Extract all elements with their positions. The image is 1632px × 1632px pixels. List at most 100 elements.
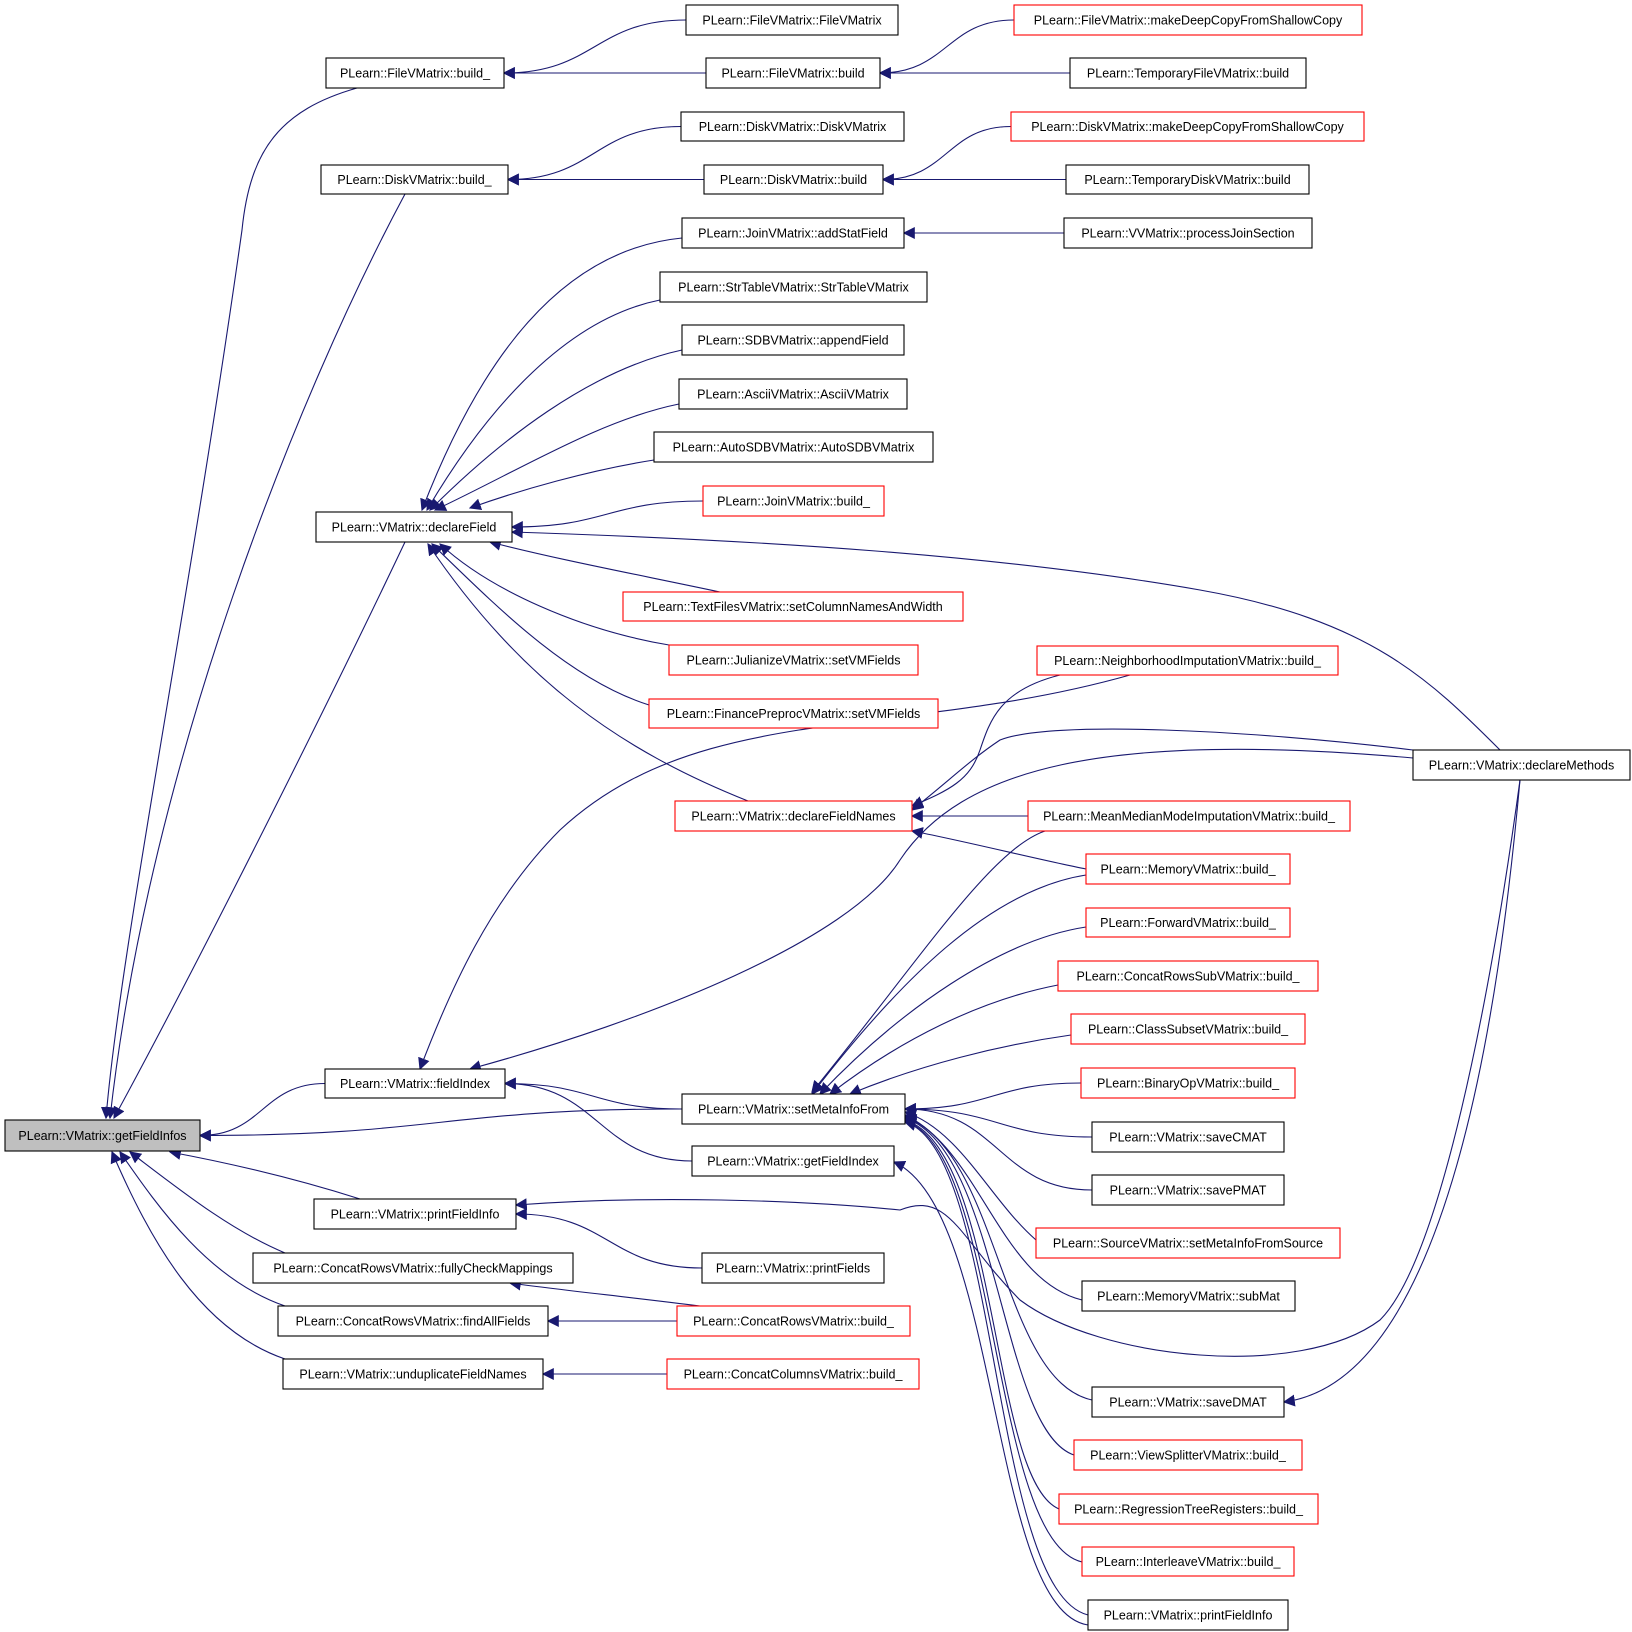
node-box[interactable] — [1027, 800, 1351, 832]
node-fullyCheck[interactable]: PLearn::ConcatRowsVMatrix::fullyCheckMap… — [252, 1252, 574, 1284]
node-disk_deep[interactable]: PLearn::DiskVMatrix::makeDeepCopyFromSha… — [1010, 111, 1365, 142]
node-savecmat[interactable]: PLearn::VMatrix::saveCMAT — [1091, 1121, 1285, 1153]
node-tmpdisk_build[interactable]: PLearn::TemporaryDiskVMatrix::build — [1065, 164, 1310, 195]
node-box[interactable] — [1010, 111, 1365, 142]
node-box[interactable] — [1070, 1013, 1306, 1045]
node-box[interactable] — [681, 324, 905, 356]
node-sdb_append[interactable]: PLearn::SDBVMatrix::appendField — [681, 324, 905, 356]
node-box[interactable] — [1087, 1599, 1289, 1631]
node-file_build_[interactable]: PLearn::FileVMatrix::build_ — [325, 57, 505, 89]
node-fieldIndex[interactable]: PLearn::VMatrix::fieldIndex — [324, 1068, 506, 1099]
node-box[interactable] — [252, 1252, 574, 1284]
node-file_ctor[interactable]: PLearn::FileVMatrix::FileVMatrix — [685, 4, 899, 36]
node-concatcols_build_[interactable]: PLearn::ConcatColumnsVMatrix::build_ — [666, 1358, 920, 1390]
node-box[interactable] — [324, 1068, 506, 1099]
node-box[interactable] — [1036, 645, 1339, 676]
node-strtable_ctor[interactable]: PLearn::StrTableVMatrix::StrTableVMatrix — [659, 271, 928, 303]
node-memory_build_[interactable]: PLearn::MemoryVMatrix::build_ — [1085, 853, 1291, 885]
node-box[interactable] — [1013, 4, 1363, 36]
node-regtree_build_[interactable]: PLearn::RegressionTreeRegisters::build_ — [1058, 1493, 1319, 1525]
node-printFields[interactable]: PLearn::VMatrix::printFields — [701, 1252, 885, 1284]
node-finance_set[interactable]: PLearn::FinancePreprocVMatrix::setVMFiel… — [648, 698, 939, 729]
node-box[interactable] — [701, 1252, 885, 1284]
node-declareMethods[interactable]: PLearn::VMatrix::declareMethods — [1412, 749, 1631, 781]
node-disk_ctor[interactable]: PLearn::DiskVMatrix::DiskVMatrix — [680, 111, 905, 142]
node-box[interactable] — [277, 1305, 549, 1337]
node-disk_build[interactable]: PLearn::DiskVMatrix::build — [703, 164, 884, 195]
node-meanmedian_build_[interactable]: PLearn::MeanMedianModeImputationVMatrix:… — [1027, 800, 1351, 832]
node-findAllFields[interactable]: PLearn::ConcatRowsVMatrix::findAllFields — [277, 1305, 549, 1337]
node-neighbor_build_[interactable]: PLearn::NeighborhoodImputationVMatrix::b… — [1036, 645, 1339, 676]
node-box[interactable] — [1091, 1174, 1285, 1206]
node-box[interactable] — [659, 271, 928, 303]
node-file_build[interactable]: PLearn::FileVMatrix::build — [705, 57, 881, 89]
node-box[interactable] — [622, 591, 964, 622]
node-concatrows_build_[interactable]: PLearn::ConcatRowsVMatrix::build_ — [676, 1305, 911, 1337]
node-box[interactable] — [1065, 164, 1310, 195]
node-box[interactable] — [320, 164, 509, 195]
node-box[interactable] — [1412, 749, 1631, 781]
node-box[interactable] — [1073, 1439, 1303, 1471]
node-printFieldInfo[interactable]: PLearn::VMatrix::printFieldInfo — [313, 1198, 517, 1230]
node-file_deep[interactable]: PLearn::FileVMatrix::makeDeepCopyFromSha… — [1013, 4, 1363, 36]
node-box[interactable] — [674, 800, 913, 832]
node-julianize_set[interactable]: PLearn::JulianizeVMatrix::setVMFields — [668, 644, 919, 676]
node-box[interactable] — [705, 57, 881, 89]
node-savepmat[interactable]: PLearn::VMatrix::savePMAT — [1091, 1174, 1285, 1206]
node-box[interactable] — [1063, 217, 1313, 249]
node-box[interactable] — [313, 1198, 517, 1230]
node-savedmat[interactable]: PLearn::VMatrix::saveDMAT — [1091, 1386, 1285, 1418]
node-binaryop_build_[interactable]: PLearn::BinaryOpVMatrix::build_ — [1080, 1067, 1296, 1099]
node-box[interactable] — [676, 1305, 911, 1337]
node-box[interactable] — [1081, 1280, 1296, 1312]
node-box[interactable] — [1085, 907, 1291, 938]
node-box[interactable] — [325, 57, 505, 89]
node-box[interactable] — [691, 1145, 895, 1177]
node-box[interactable] — [282, 1358, 544, 1390]
node-box[interactable] — [648, 698, 939, 729]
node-getFieldIndex[interactable]: PLearn::VMatrix::getFieldIndex — [691, 1145, 895, 1177]
node-interleave_build_[interactable]: PLearn::InterleaveVMatrix::build_ — [1081, 1546, 1295, 1577]
node-box[interactable] — [1069, 57, 1307, 89]
node-box[interactable] — [1091, 1121, 1285, 1153]
node-box[interactable] — [1080, 1067, 1296, 1099]
node-box[interactable] — [703, 164, 884, 195]
node-box[interactable] — [680, 111, 905, 142]
node-box[interactable] — [702, 485, 885, 517]
node-getFieldInfos[interactable]: PLearn::VMatrix::getFieldInfos — [4, 1119, 201, 1152]
node-unduplicate[interactable]: PLearn::VMatrix::unduplicateFieldNames — [282, 1358, 544, 1390]
node-printFieldInfo2[interactable]: PLearn::VMatrix::printFieldInfo — [1087, 1599, 1289, 1631]
node-box[interactable] — [653, 431, 934, 463]
node-source_setmeta[interactable]: PLearn::SourceVMatrix::setMetaInfoFromSo… — [1035, 1227, 1341, 1259]
node-box[interactable] — [315, 511, 513, 543]
node-disk_build_[interactable]: PLearn::DiskVMatrix::build_ — [320, 164, 509, 195]
node-box[interactable] — [1085, 853, 1291, 885]
node-declareField[interactable]: PLearn::VMatrix::declareField — [315, 511, 513, 543]
node-join_build_[interactable]: PLearn::JoinVMatrix::build_ — [702, 485, 885, 517]
node-vv_processjoin[interactable]: PLearn::VVMatrix::processJoinSection — [1063, 217, 1313, 249]
node-box[interactable] — [1058, 1493, 1319, 1525]
node-box[interactable] — [678, 378, 908, 410]
node-box[interactable] — [666, 1358, 920, 1390]
node-join_addstat[interactable]: PLearn::JoinVMatrix::addStatField — [681, 217, 905, 249]
node-box[interactable] — [1081, 1546, 1295, 1577]
node-declareFieldNames[interactable]: PLearn::VMatrix::declareFieldNames — [674, 800, 913, 832]
node-box[interactable] — [1057, 960, 1319, 992]
node-memory_submat[interactable]: PLearn::MemoryVMatrix::subMat — [1081, 1280, 1296, 1312]
node-setMetaInfoFrom[interactable]: PLearn::VMatrix::setMetaInfoFrom — [681, 1093, 906, 1125]
node-concatrowssub_build_[interactable]: PLearn::ConcatRowsSubVMatrix::build_ — [1057, 960, 1319, 992]
node-box[interactable] — [1035, 1227, 1341, 1259]
node-viewsplitter_build_[interactable]: PLearn::ViewSplitterVMatrix::build_ — [1073, 1439, 1303, 1471]
node-box[interactable] — [681, 217, 905, 249]
node-box[interactable] — [4, 1119, 201, 1152]
node-autosdb_ctor[interactable]: PLearn::AutoSDBVMatrix::AutoSDBVMatrix — [653, 431, 934, 463]
node-textfiles_setcol[interactable]: PLearn::TextFilesVMatrix::setColumnNames… — [622, 591, 964, 622]
node-box[interactable] — [685, 4, 899, 36]
node-box[interactable] — [1091, 1386, 1285, 1418]
node-classsubset_build_[interactable]: PLearn::ClassSubsetVMatrix::build_ — [1070, 1013, 1306, 1045]
node-box[interactable] — [681, 1093, 906, 1125]
node-ascii_ctor[interactable]: PLearn::AsciiVMatrix::AsciiVMatrix — [678, 378, 908, 410]
node-forward_build_[interactable]: PLearn::ForwardVMatrix::build_ — [1085, 907, 1291, 938]
node-tmpfile_build[interactable]: PLearn::TemporaryFileVMatrix::build — [1069, 57, 1307, 89]
node-box[interactable] — [668, 644, 919, 676]
